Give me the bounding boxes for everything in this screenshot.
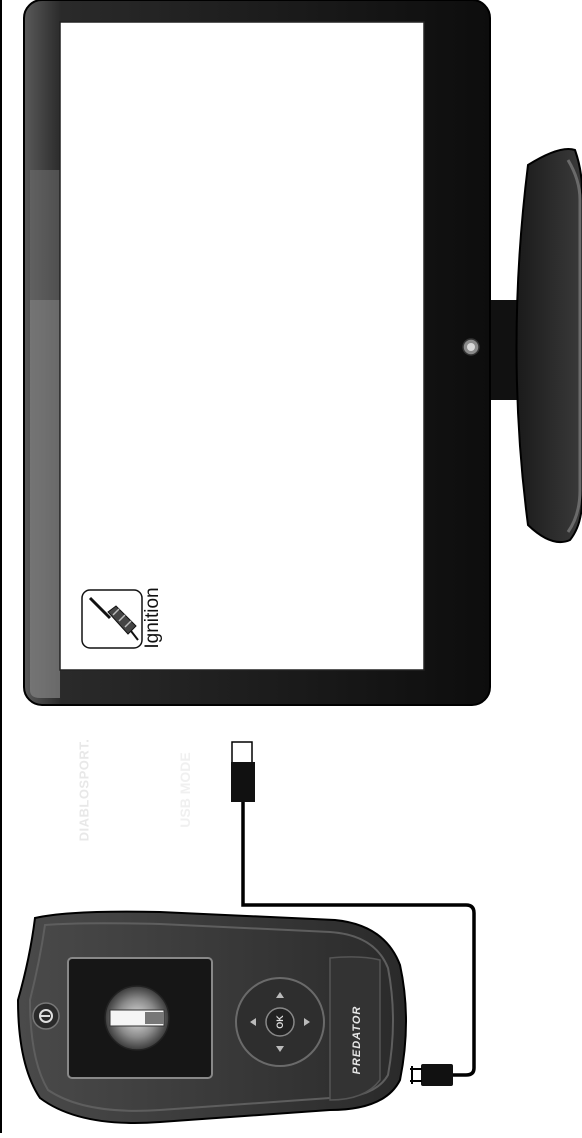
power-button-icon[interactable] [463, 339, 479, 355]
mini-usb-plug-icon[interactable] [410, 1064, 453, 1086]
product-name: PREDATOR [351, 1006, 363, 1075]
device-brand: DIABLOSPORT. [77, 739, 92, 842]
monitor-screen [60, 22, 424, 670]
ignition-label: Ignition [142, 587, 164, 648]
device-power-icon[interactable] [33, 1003, 59, 1029]
spark-plug-icon [82, 590, 142, 648]
usb-a-plug-icon[interactable] [232, 742, 252, 764]
ok-button[interactable]: OK [275, 1015, 285, 1029]
predator-device [18, 912, 406, 1123]
ignition-shortcut[interactable] [82, 590, 142, 648]
left-border-line [0, 0, 2, 1133]
usb-mode-text: USB MODE [177, 752, 193, 827]
usb-symbol-icon [105, 986, 169, 1050]
monitor-stand [486, 149, 582, 542]
monitor [24, 0, 582, 705]
